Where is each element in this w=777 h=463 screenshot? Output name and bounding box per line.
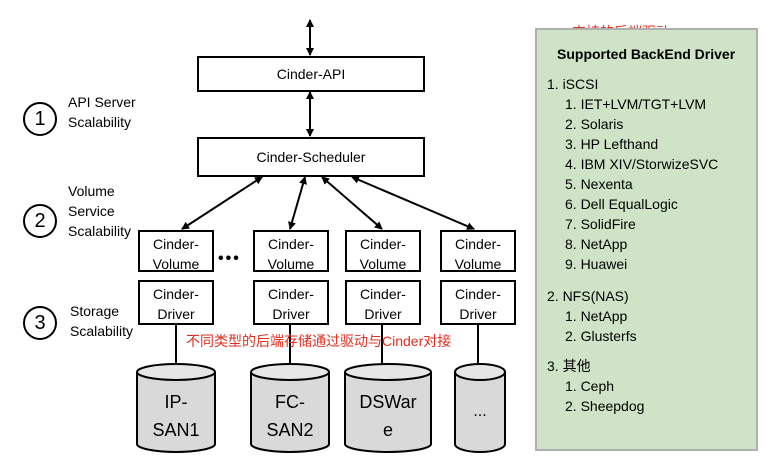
- volume-label-line-1: Cinder-: [153, 236, 199, 252]
- cinder-volume-box-4: Cinder- Volume: [440, 230, 516, 272]
- cinder-volume-box-1: Cinder- Volume: [138, 230, 214, 272]
- arrow-scheduler-volume-3: [321, 176, 383, 230]
- driver-label-line-1: Cinder-: [268, 286, 314, 302]
- driver-label-line-2: Driver: [459, 306, 497, 322]
- list-item: 2. Glusterfs: [565, 328, 637, 344]
- storage-cylinder-4: [454, 363, 506, 453]
- list-item: 3. HP Lefthand: [565, 136, 659, 152]
- list-item: 6. Dell EqualLogic: [565, 196, 678, 212]
- cinder-scheduler-label: Cinder-Scheduler: [256, 149, 366, 165]
- list-item: 8. NetApp: [565, 236, 628, 252]
- storage-label-3: DSWar e: [345, 388, 431, 444]
- volume-label-line-2: Volume: [454, 256, 502, 272]
- storage-cylinder-1: [136, 363, 216, 453]
- level-1-number: 1: [34, 107, 46, 130]
- section-heading: 3. 其他: [547, 358, 591, 374]
- cinder-api-box: Cinder-API: [197, 56, 425, 92]
- cinder-scheduler-box: Cinder-Scheduler: [197, 137, 425, 177]
- volume-label-line-2: Volume: [267, 256, 315, 272]
- level-2-number: 2: [34, 209, 46, 232]
- cinder-driver-box-1: Cinder- Driver: [138, 280, 214, 325]
- level-3-number: 3: [34, 311, 46, 334]
- level-2-text: Volume Service Scalability: [68, 181, 131, 241]
- cinder-volume-box-2: Cinder- Volume: [253, 230, 329, 272]
- list-item: 4. IBM XIV/StorwizeSVC: [565, 156, 719, 172]
- level-3-circle: 3: [23, 306, 57, 340]
- list-item: 2. Solaris: [565, 116, 624, 132]
- level-2-line-1: Volume: [68, 183, 115, 199]
- volume-label-line-2: Volume: [152, 256, 200, 272]
- storage-label-1-line-2: SAN1: [152, 420, 200, 440]
- level-3-line-2: Scalability: [70, 323, 134, 339]
- storage-label-3-line-1: DSWar: [359, 392, 417, 412]
- driver-label-line-2: Driver: [272, 306, 310, 322]
- level-2-line-2: Service: [68, 203, 115, 219]
- driver-label-line-2: Driver: [364, 306, 402, 322]
- list-item: 5. Nexenta: [565, 176, 633, 192]
- list-item: 1. Ceph: [565, 378, 615, 394]
- level-1-circle: 1: [23, 102, 57, 136]
- list-item: 1. IET+LVM/TGT+LVM: [565, 96, 707, 112]
- level-3-line-1: Storage: [70, 303, 120, 319]
- cinder-driver-box-2: Cinder- Driver: [253, 280, 329, 325]
- volume-ellipsis: •••: [218, 250, 241, 267]
- arrow-scheduler-volume-1: [181, 176, 263, 230]
- volume-label-line-2: Volume: [359, 256, 407, 272]
- arrow-scheduler-volume-4: [351, 176, 475, 230]
- level-1-text: API Server Scalability: [68, 92, 136, 132]
- level-1-line-1: API Server: [68, 94, 136, 110]
- storage-cylinder-2: [250, 363, 330, 453]
- level-3-text: Storage Scalability: [70, 301, 133, 341]
- arrow-scheduler-volume-2: [288, 176, 307, 230]
- cinder-api-label: Cinder-API: [276, 66, 346, 82]
- driver-label-line-1: Cinder-: [360, 286, 406, 302]
- section-heading: 2. NFS(NAS): [547, 288, 629, 304]
- panel-title: Supported BackEnd Driver: [557, 46, 736, 62]
- cinder-volume-box-3: Cinder- Volume: [345, 230, 421, 272]
- list-item: 7. SolidFire: [565, 216, 636, 232]
- storage-label-2: FC- SAN2: [251, 388, 329, 444]
- level-2-line-3: Scalability: [68, 223, 132, 239]
- storage-cylinder-3: [344, 363, 432, 453]
- driver-label-line-1: Cinder-: [153, 286, 199, 302]
- storage-label-4-line-1: ...: [473, 403, 487, 420]
- volume-label-line-1: Cinder-: [268, 236, 314, 252]
- level-1-line-2: Scalability: [68, 114, 132, 130]
- supported-driver-panel: Supported BackEnd Driver 1. iSCSI 1. IET…: [535, 28, 758, 451]
- volume-label-line-1: Cinder-: [455, 236, 501, 252]
- storage-label-1-line-1: IP-: [164, 392, 188, 412]
- cinder-driver-box-3: Cinder- Driver: [345, 280, 421, 325]
- storage-label-4: ...: [455, 398, 505, 426]
- volume-label-line-1: Cinder-: [360, 236, 406, 252]
- driver-label-line-1: Cinder-: [455, 286, 501, 302]
- storage-label-3-line-2: e: [382, 420, 393, 440]
- storage-label-1: IP- SAN1: [137, 388, 215, 444]
- section-heading: 1. iSCSI: [547, 76, 599, 92]
- storage-label-2-line-2: SAN2: [266, 420, 314, 440]
- driver-annotation: 不同类型的后端存储通过驱动与Cinder对接: [186, 333, 452, 349]
- storage-label-2-line-1: FC-: [275, 392, 305, 412]
- cinder-driver-box-4: Cinder- Driver: [440, 280, 516, 325]
- list-item: 1. NetApp: [565, 308, 628, 324]
- list-item: 2. Sheepdog: [565, 398, 645, 414]
- driver-label-line-2: Driver: [157, 306, 195, 322]
- level-2-circle: 2: [23, 204, 57, 238]
- list-item: 9. Huawei: [565, 256, 628, 272]
